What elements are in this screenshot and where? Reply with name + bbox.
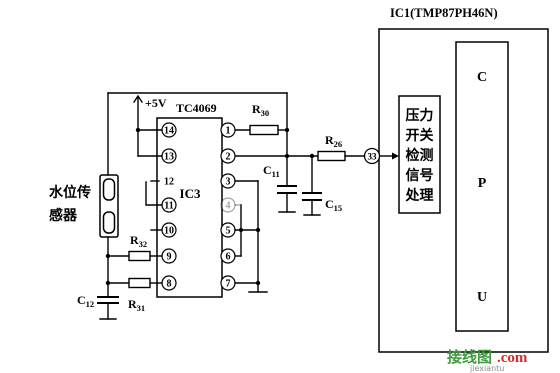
- supply-arrow-icon: [133, 94, 143, 103]
- cpu-letter-p: P: [478, 176, 487, 191]
- ic3-pin-7: 7: [220, 275, 236, 291]
- processing-block-line: 检测: [406, 147, 434, 164]
- cpu-block: [455, 41, 509, 332]
- r32-symbol: R: [130, 233, 139, 247]
- ic1-pin-33: 33: [363, 147, 381, 165]
- r30-index: 30: [261, 108, 270, 118]
- pin-number: 2: [226, 152, 231, 163]
- ic3-pin-1: 1: [220, 122, 236, 138]
- c12-label: C12: [77, 293, 94, 309]
- pin-circle: [220, 197, 236, 213]
- ic3-pin-13: 13: [161, 148, 177, 164]
- ic3-pin-9: 9: [161, 248, 177, 264]
- c12-symbol: C: [77, 293, 86, 307]
- resistor-r26: [317, 150, 346, 162]
- r26-label: R26: [325, 133, 342, 149]
- pin-number: 6: [226, 252, 231, 263]
- water-level-sensor: [99, 174, 119, 238]
- ic1-outline: [378, 28, 549, 353]
- pressure-switch-processing-block: [398, 95, 441, 214]
- pin-number: 10: [164, 226, 174, 237]
- processing-block-line: 压力: [406, 107, 434, 124]
- junction-dot: [255, 227, 261, 233]
- r26-symbol: R: [325, 133, 334, 147]
- ic3-pin-14: 14: [161, 122, 177, 138]
- processing-block-line: 开关: [406, 127, 434, 144]
- r31-index: 31: [137, 303, 146, 313]
- c15-label: C15: [325, 197, 342, 213]
- watermark-pinyin: jiexiantu: [469, 364, 504, 373]
- ic3-pin-2: 2: [220, 148, 236, 164]
- ic3-pin-10: 10: [161, 222, 177, 238]
- r32-label: R32: [130, 233, 147, 249]
- sensor-lower-electrode: [102, 211, 116, 234]
- pin-circle: [220, 148, 236, 164]
- sensor-label-line: 水位传: [49, 184, 91, 201]
- supply-label: +5V: [145, 96, 167, 110]
- sensor-body: [99, 174, 119, 238]
- ic1-title: IC1(TMP87PH46N): [390, 6, 498, 20]
- sensor-label-line: 感器: [49, 207, 78, 224]
- ic3-pin-6: 6: [220, 248, 236, 264]
- pin-number: 7: [226, 279, 231, 290]
- r30-symbol: R: [252, 102, 261, 116]
- junction-dot: [239, 228, 243, 232]
- ic3-pin-11: 11: [161, 197, 177, 213]
- ic1-microcontroller: IC1(TMP87PH46N) 压力 开关 检测 信号 处理 C P U 33: [363, 6, 549, 353]
- processing-block-line: 信号: [406, 167, 434, 184]
- ic3-pin-3: 3: [220, 173, 236, 189]
- resistor-r32: [128, 250, 151, 262]
- ic3-pin-4: 4: [220, 197, 236, 213]
- pin-number: 33: [368, 151, 378, 161]
- capacitor-c11: [277, 185, 297, 213]
- pin11-wire: [145, 181, 163, 206]
- c12-index: 12: [86, 299, 95, 309]
- r31-symbol: R: [128, 297, 137, 311]
- resistor-r30: [249, 124, 279, 136]
- pin-number: 9: [167, 252, 172, 263]
- r26-index: 26: [334, 139, 343, 149]
- ic3-label: IC3: [180, 186, 201, 201]
- ic3-outline: [156, 117, 223, 298]
- r31-label: R31: [128, 297, 145, 313]
- pin-number: 5: [226, 226, 231, 237]
- pin-number: 4: [226, 201, 231, 212]
- pin-number: 3: [226, 177, 231, 188]
- c11-symbol: C: [263, 163, 272, 177]
- capacitor-c15: [302, 155, 322, 216]
- c15-symbol: C: [325, 197, 334, 211]
- watermark-brand: 接线图: [447, 348, 492, 366]
- pin-circle: [220, 122, 236, 138]
- junction-dot: [284, 153, 290, 159]
- pin-number: 13: [164, 152, 174, 163]
- capacitor-c12: [97, 296, 119, 320]
- processing-block-line: 处理: [405, 187, 434, 204]
- junction-dot: [255, 280, 261, 286]
- sensor-upper-electrode: [102, 178, 116, 201]
- cpu-letter-u: U: [477, 290, 487, 305]
- r30-label: R30: [252, 102, 269, 118]
- pin-number: 11: [164, 201, 173, 212]
- ic3-pin-12: 12: [164, 177, 174, 188]
- pin-number: 12: [164, 177, 174, 188]
- ic3-pin-5: 5: [220, 222, 236, 238]
- pin-number: 8: [167, 279, 172, 290]
- pin-number: 14: [164, 126, 174, 137]
- pin-number: 1: [226, 126, 231, 137]
- c15-index: 15: [334, 203, 343, 213]
- watermark-logo: 接线图 .com jiexiantu: [447, 348, 528, 373]
- junction-dot: [284, 127, 290, 133]
- c11-index: 11: [272, 169, 280, 179]
- cpu-letter-c: C: [477, 70, 487, 85]
- c11-label: C11: [263, 163, 280, 179]
- r32-index: 32: [139, 239, 148, 249]
- watermark-suffix: .com: [497, 350, 528, 366]
- ic3-part-number: TC4069: [176, 101, 217, 115]
- signal-arrowhead-icon: [392, 152, 399, 160]
- ic3-pin-8: 8: [161, 275, 177, 291]
- resistor-r31: [128, 277, 151, 289]
